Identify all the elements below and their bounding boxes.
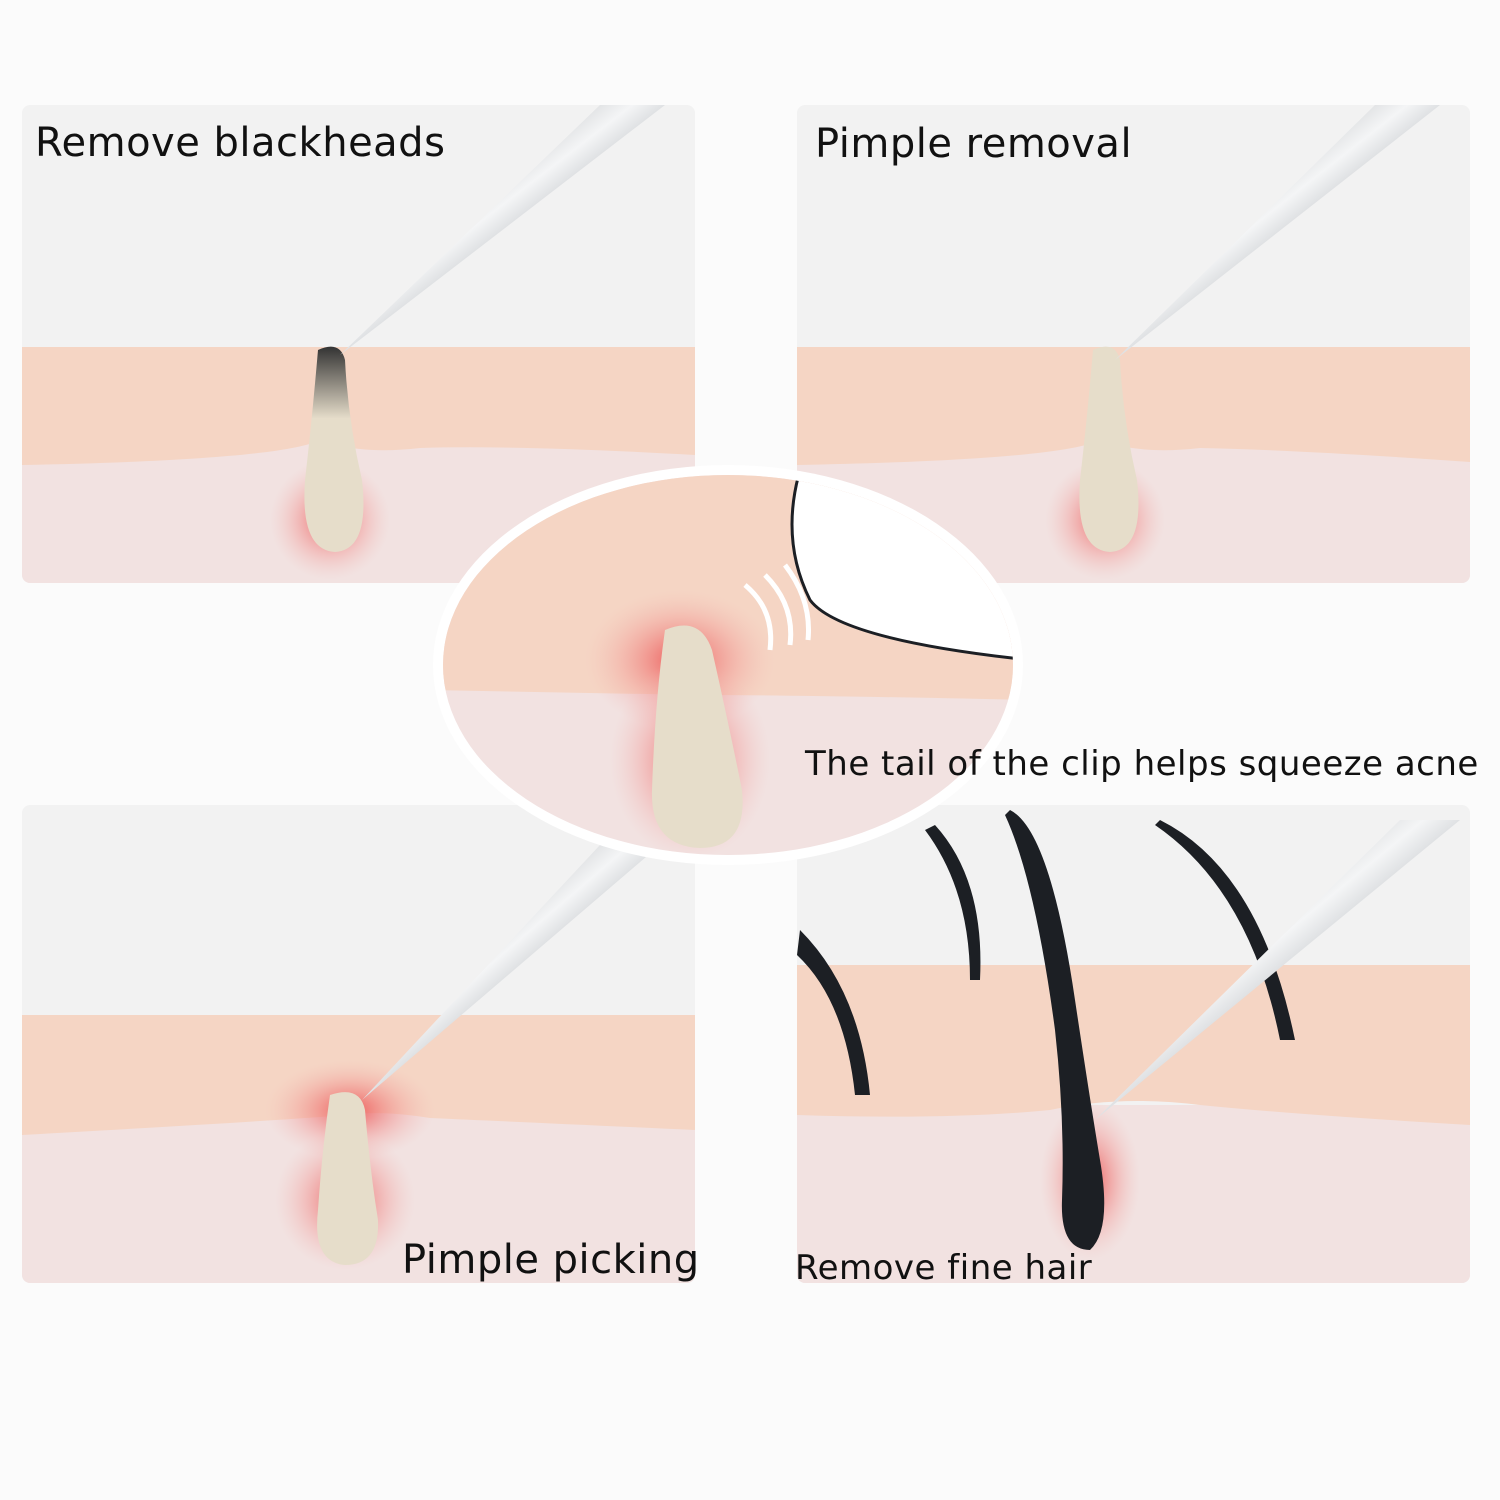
center-zoom-ellipse <box>433 465 1023 865</box>
panel-remove-fine-hair <box>797 805 1470 1283</box>
title-pimple-removal: Pimple removal <box>815 121 1133 167</box>
panel-remove-blackheads <box>22 105 695 583</box>
panel-pimple-removal <box>797 105 1470 583</box>
title-remove-fine-hair: Remove fine hair <box>795 1248 1093 1288</box>
title-pimple-picking: Pimple picking <box>402 1237 700 1283</box>
title-remove-blackheads: Remove blackheads <box>35 120 446 166</box>
panel-pimple-picking <box>22 805 695 1283</box>
center-caption: The tail of the clip helps squeeze acne <box>805 744 1479 784</box>
